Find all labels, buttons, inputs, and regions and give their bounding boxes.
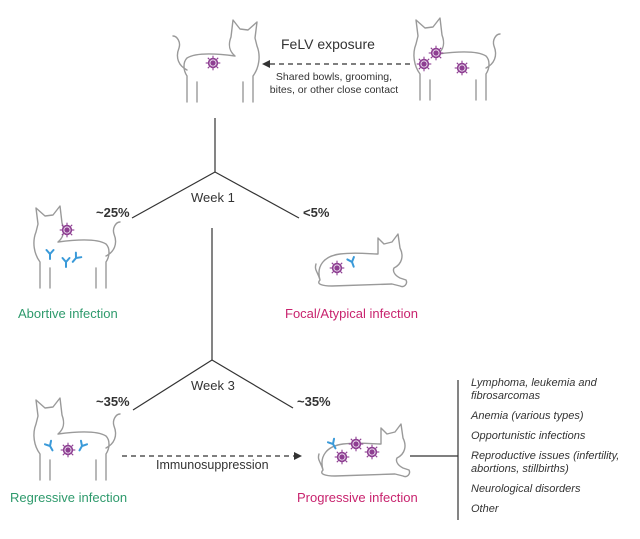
cat-icon xyxy=(314,233,408,288)
cat-icon xyxy=(317,423,411,478)
focal-label: Focal/Atypical infection xyxy=(285,306,418,321)
exposure-title: FeLV exposure xyxy=(281,36,375,52)
abortive-label: Abortive infection xyxy=(18,306,118,321)
virus-icon xyxy=(364,444,380,460)
virus-icon xyxy=(60,442,76,458)
abortive-percent: ~25% xyxy=(96,205,130,220)
antibody-icon xyxy=(43,439,57,454)
cat-icon xyxy=(33,397,121,481)
outcome-item: Opportunistic infections xyxy=(471,430,586,442)
virus-icon xyxy=(329,260,345,276)
outcome-item: Lymphoma, leukemia and fibrosarcomas xyxy=(471,377,597,402)
immunosuppression-label: Immunosuppression xyxy=(156,458,269,472)
exposure-subtitle: Shared bowls, grooming, bites, or other … xyxy=(269,71,399,96)
week3-label: Week 3 xyxy=(191,378,235,393)
antibody-icon xyxy=(45,249,55,260)
arrow-right-icon xyxy=(294,452,302,460)
focal-percent: <5% xyxy=(303,205,330,220)
progressive-label: Progressive infection xyxy=(297,490,418,505)
regressive-percent: ~35% xyxy=(96,394,130,409)
virus-icon xyxy=(428,45,444,61)
antibody-icon xyxy=(75,439,89,454)
antibody-icon xyxy=(69,251,83,266)
virus-icon xyxy=(59,222,75,238)
outcomes-list: Lymphoma, leukemia and fibrosarcomas Ane… xyxy=(471,377,636,523)
virus-icon xyxy=(334,449,350,465)
virus-icon xyxy=(348,436,364,452)
cat-icon xyxy=(413,17,501,101)
outcome-item: Other xyxy=(471,503,499,515)
antibody-icon xyxy=(61,257,71,268)
arrow-left-icon xyxy=(262,60,270,68)
antibody-icon xyxy=(346,256,358,269)
regressive-label: Regressive infection xyxy=(10,490,128,505)
outcome-item: Anemia (various types) xyxy=(471,410,584,422)
virus-icon xyxy=(205,55,221,71)
branch-lines xyxy=(131,118,300,411)
virus-icon xyxy=(454,60,470,76)
outcome-item: Neurological disorders xyxy=(471,483,581,495)
week1-label: Week 1 xyxy=(191,190,235,205)
virus-icon xyxy=(416,56,432,72)
outcome-item: Reproductive issues (infertility, aborti… xyxy=(471,450,620,475)
progressive-percent: ~35% xyxy=(297,394,331,409)
